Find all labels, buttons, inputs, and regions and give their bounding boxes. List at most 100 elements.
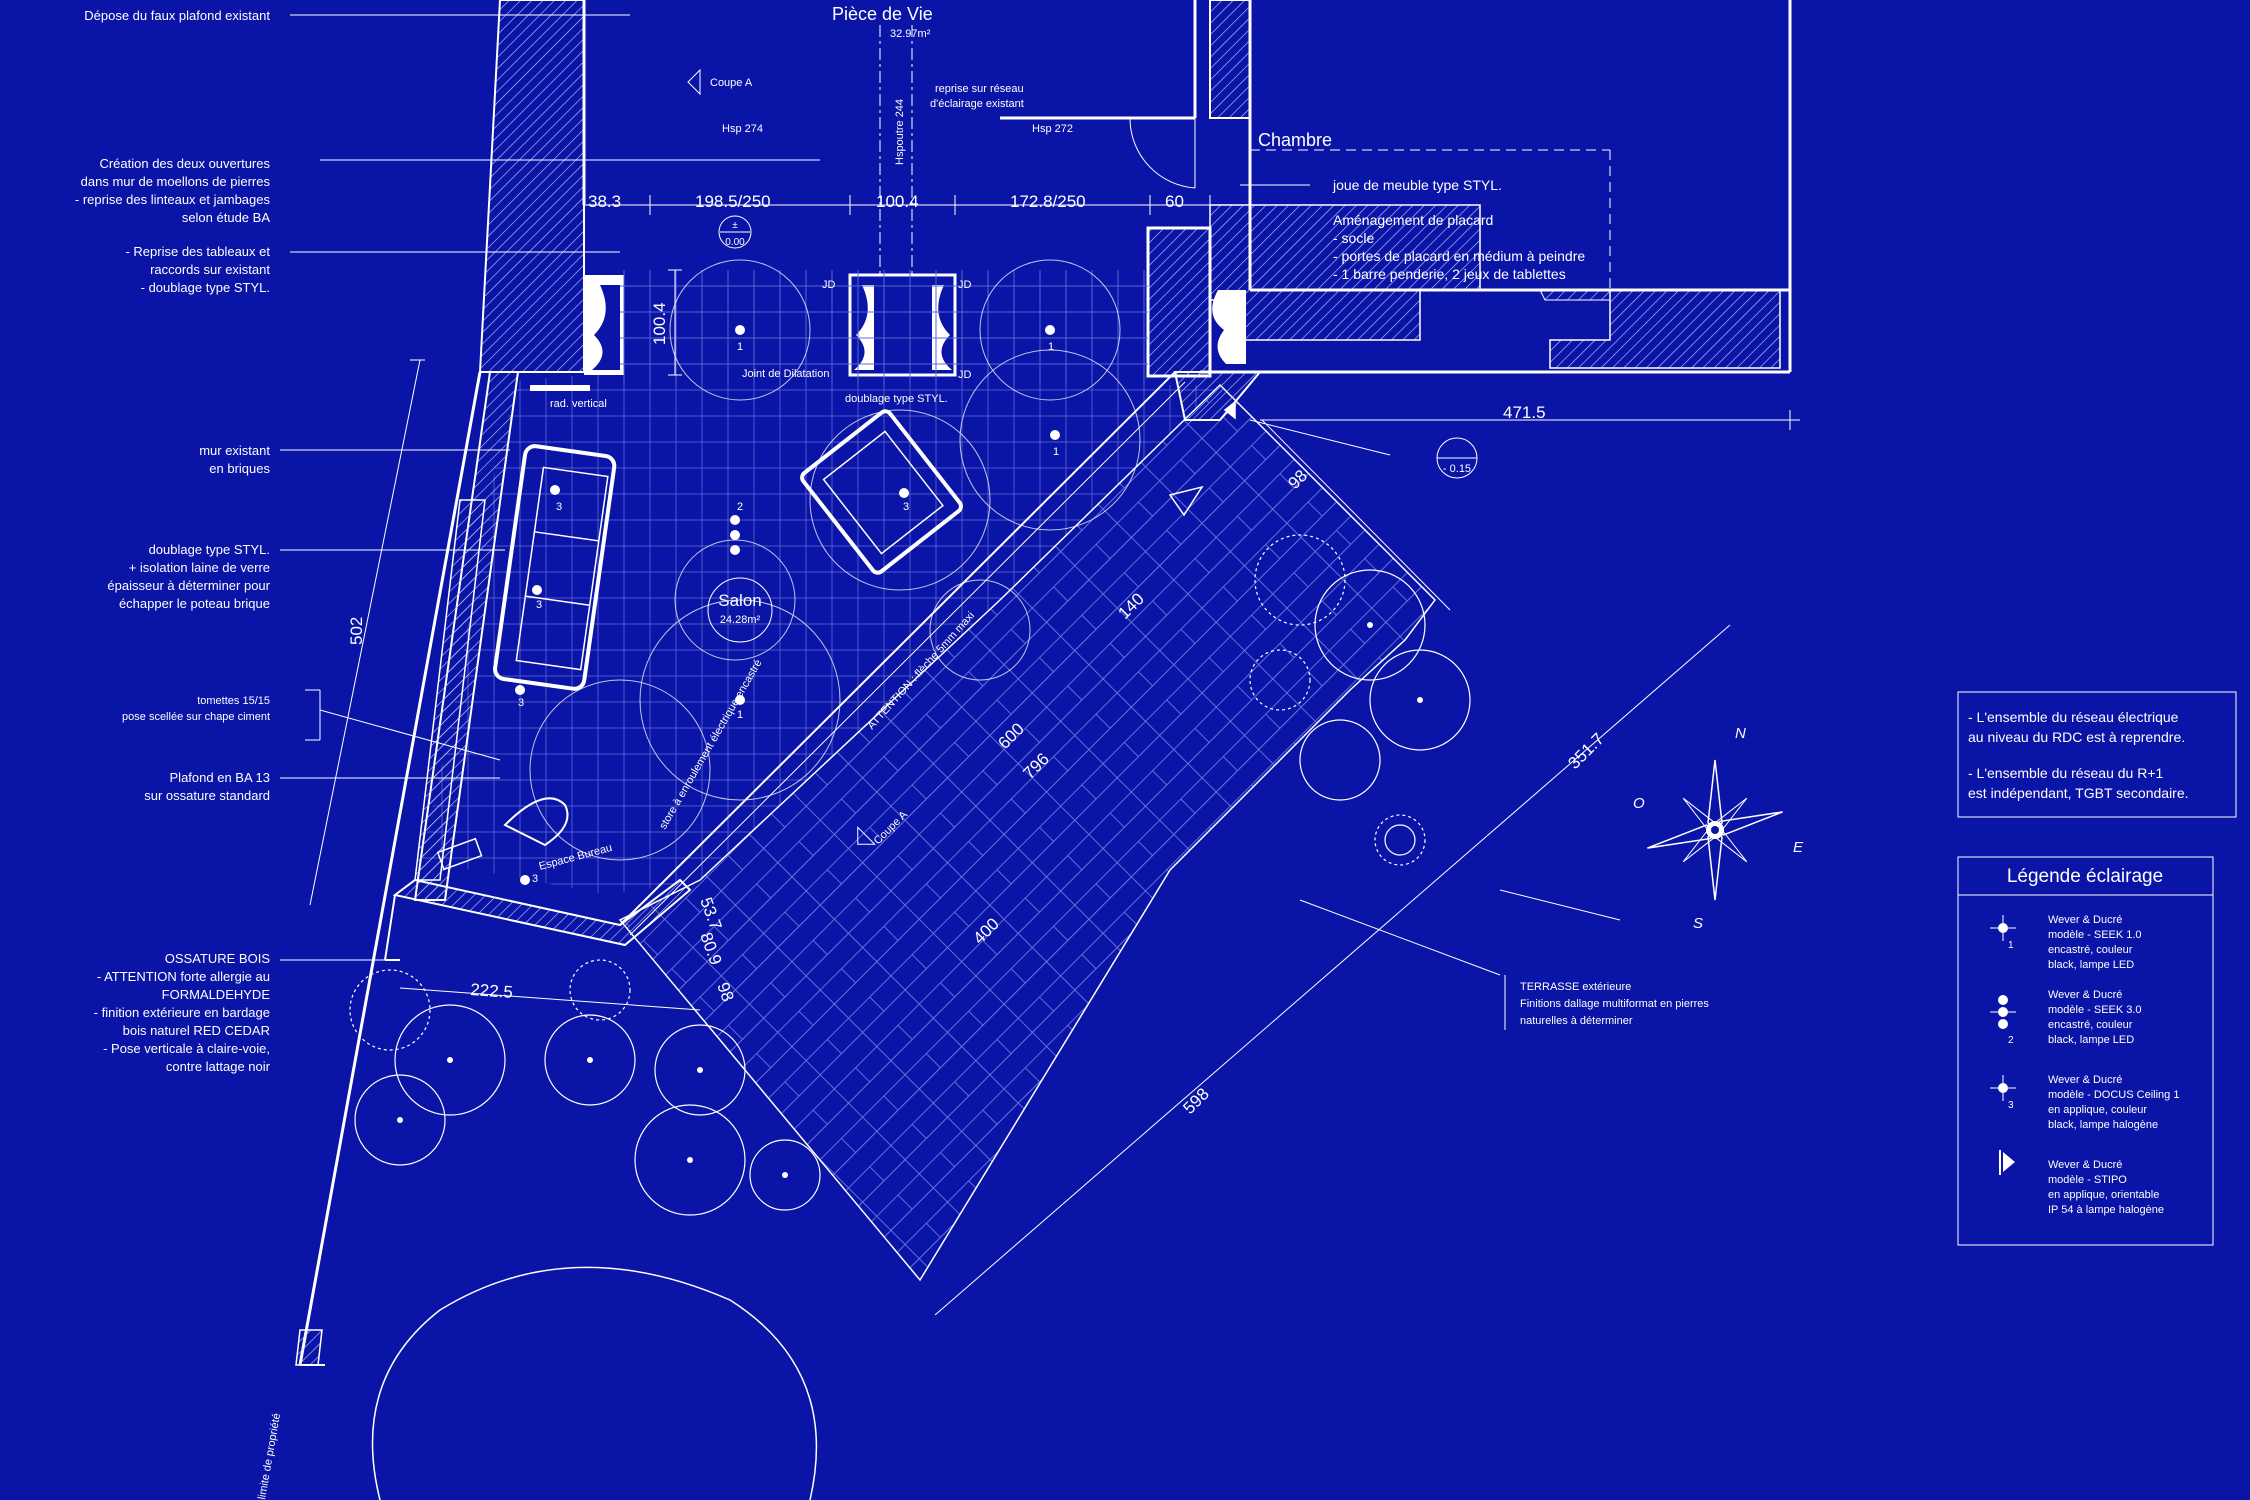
- level-pm: ±: [732, 220, 738, 231]
- room-piece-de-vie: Pièce de Vie: [832, 4, 933, 24]
- fixture-numbers: 1 1 2 1 1 3 3 3 3 3: [518, 341, 1059, 885]
- room-chambre: Chambre: [1258, 130, 1332, 150]
- annotation-ossature-7: contre lattage noir: [166, 1059, 271, 1074]
- label-jd-3: JD: [958, 369, 972, 381]
- tree-centres: [397, 622, 1423, 1178]
- dim-502: 502: [347, 617, 366, 645]
- compass-s: S: [1693, 915, 1703, 932]
- dim-100-4: 100.4: [876, 192, 919, 211]
- annotation-creation-3: - reprise des linteaux et jambages: [75, 192, 271, 207]
- desk: [436, 797, 569, 871]
- label-hsp-274: Hsp 274: [722, 123, 763, 135]
- annotation-ossature-6: - Pose verticale à claire-voie,: [103, 1041, 270, 1056]
- label-limite: limite de propriété: [256, 1412, 283, 1500]
- dim-60: 60: [1165, 192, 1184, 211]
- label-coupe-a-top: Coupe A: [710, 77, 753, 89]
- annotation-terrasse-1: TERRASSE extérieure: [1520, 981, 1631, 993]
- label-hsp-272: Hsp 272: [1032, 123, 1073, 135]
- room-piece-de-vie-area: 32.97m²: [890, 28, 931, 40]
- label-jd-1: JD: [822, 279, 836, 291]
- dim-38-3: 38.3: [588, 192, 621, 211]
- note-1a: - L'ensemble du réseau électrique: [1968, 709, 2179, 725]
- annotation-joue: joue de meuble type STYL.: [1332, 177, 1502, 193]
- leader-lines: [280, 14, 1501, 976]
- note-2a: - L'ensemble du réseau du R+1: [1968, 765, 2164, 781]
- fixture-num-3a: 3: [556, 501, 562, 513]
- fixture-num-1a: 1: [737, 341, 743, 353]
- armchair: [800, 409, 963, 575]
- fixture-num-3b: 3: [536, 599, 542, 611]
- label-reprise-1: reprise sur réseau: [935, 83, 1024, 95]
- legend-item-seek-3: 2 Wever & Ducré modèle - SEEK 3.0 encast…: [1990, 989, 2142, 1046]
- label-doublage-styl: doublage type STYL.: [845, 393, 948, 405]
- compass-n: N: [1735, 725, 1746, 742]
- annotation-ossature-5: bois naturel RED CEDAR: [123, 1023, 270, 1038]
- room-salon: Salon: [718, 591, 761, 610]
- label-rad: rad. vertical: [550, 398, 607, 410]
- legend-item-1-l3: encastré, couleur: [2048, 944, 2133, 956]
- legend-item-seek-1: 1 Wever & Ducré modèle - SEEK 1.0 encast…: [1990, 914, 2142, 971]
- dim-198-5: 198.5/250: [695, 192, 771, 211]
- compass-rose: N E S O: [1633, 725, 1804, 932]
- annotation-reprise-3: - doublage type STYL.: [141, 280, 270, 295]
- dim-351-7: 351.7: [1564, 729, 1608, 773]
- annotation-terrasse-3: naturelles à déterminer: [1520, 1015, 1633, 1027]
- annotation-reprise-2: raccords sur existant: [150, 262, 270, 277]
- legend-item-2-l3: encastré, couleur: [2048, 1019, 2133, 1031]
- dim-172-8: 172.8/250: [1010, 192, 1086, 211]
- fixture-num-1d: 1: [1053, 446, 1059, 458]
- room-salon-area: 24.28m²: [720, 614, 761, 626]
- legend-item-2-l4: black, lampe LED: [2048, 1034, 2134, 1046]
- notes-box: - L'ensemble du réseau électrique au niv…: [1957, 691, 2237, 818]
- annotation-ossature-2: - ATTENTION forte allergie au: [97, 969, 270, 984]
- furniture: [436, 409, 963, 871]
- legend-item-4-l4: IP 54 à lampe halogène: [2048, 1204, 2164, 1216]
- legend-title: Légende éclairage: [2007, 866, 2163, 887]
- right-annotations: joue de meuble type STYL. Aménagement de…: [1332, 177, 1709, 1030]
- annotation-creation-2: dans mur de moellons de pierres: [81, 174, 271, 189]
- legend-item-3-l4: black, lampe halogène: [2048, 1119, 2158, 1131]
- dim-100-4-vertical: 100.4: [650, 302, 669, 345]
- level-0: 0.00: [725, 237, 745, 248]
- annotation-doublage-1: doublage type STYL.: [149, 542, 270, 557]
- legend-item-1-num: 1: [2008, 940, 2014, 951]
- annotation-plafond-1: Plafond en BA 13: [170, 770, 270, 785]
- legend-item-docus: 3 Wever & Ducré modèle - DOCUS Ceiling 1…: [1990, 1074, 2179, 1131]
- annotation-ossature-4: - finition extérieure en bardage: [94, 1005, 270, 1020]
- lighting-legend: Légende éclairage 1 Wever & Ducré modèle…: [1957, 856, 2214, 1246]
- legend-item-3-l1: Wever & Ducré: [2048, 1074, 2122, 1086]
- wood-frame-walls: [295, 371, 1263, 1366]
- annotation-reprise-1: - Reprise des tableaux et: [125, 244, 270, 259]
- legend-item-1-l2: modèle - SEEK 1.0: [2048, 929, 2142, 941]
- dimension-lines: [309, 195, 1800, 1316]
- note-1b: au niveau du RDC est à reprendre.: [1968, 729, 2185, 745]
- label-reprise-2: d'éclairage existant: [930, 98, 1024, 110]
- annotation-tomettes-2: pose scellée sur chape ciment: [122, 711, 270, 723]
- legend-item-4-l1: Wever & Ducré: [2048, 1159, 2122, 1171]
- compass-o: O: [1633, 795, 1645, 812]
- trees: [349, 534, 1471, 1500]
- annotation-creation-4: selon étude BA: [182, 210, 271, 225]
- annotation-mur-1: mur existant: [199, 443, 270, 458]
- left-annotations: Dépose du faux plafond existant Création…: [75, 8, 271, 1074]
- legend-item-1-l1: Wever & Ducré: [2048, 914, 2122, 926]
- dim-222-5: 222.5: [470, 980, 514, 1002]
- annotation-terrasse-2: Finitions dallage multiformat en pierres: [1520, 998, 1709, 1010]
- annotation-doublage-2: + isolation laine de verre: [129, 560, 270, 575]
- fixture-num-3c: 3: [518, 697, 524, 709]
- annotation-tomettes-1: tomettes 15/15: [197, 695, 270, 707]
- light-fixtures: [515, 325, 1060, 885]
- label-joint: Joint de Dilatation: [742, 368, 829, 380]
- annotation-ossature-3: FORMALDEHYDE: [162, 987, 271, 1002]
- annotation-amenagement-3: - portes de placard en médium à peindre: [1333, 248, 1585, 264]
- legend-item-3-num: 3: [2008, 1100, 2014, 1111]
- note-2b: est indépendant, TGBT secondaire.: [1968, 785, 2189, 801]
- fixture-num-3d: 3: [903, 501, 909, 513]
- fixture-num-2: 2: [737, 501, 743, 513]
- annotation-depose: Dépose du faux plafond existant: [84, 8, 270, 23]
- annotation-doublage-3: épaisseur à déterminer pour: [107, 578, 270, 593]
- annotation-ossature-1: OSSATURE BOIS: [165, 951, 271, 966]
- annotation-doublage-4: échapper le poteau brique: [119, 596, 270, 611]
- dim-471-5: 471.5: [1503, 403, 1546, 422]
